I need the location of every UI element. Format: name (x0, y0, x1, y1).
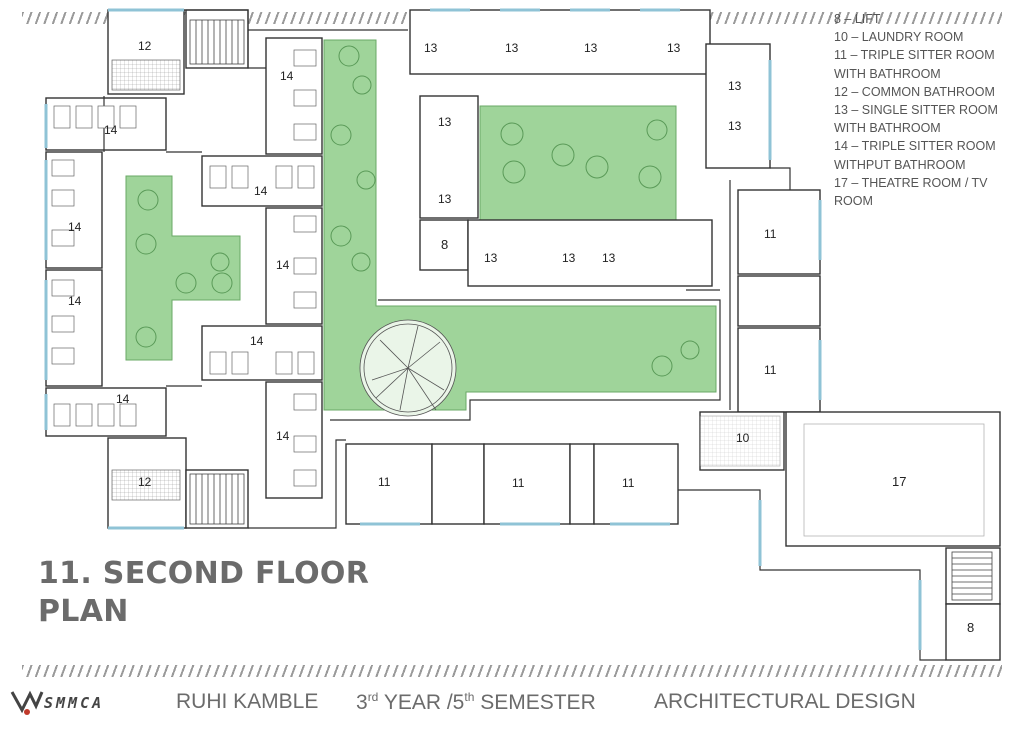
room-label-11: 11 (764, 363, 777, 377)
drawing-title-line2: PLAN (38, 594, 129, 629)
legend-line: 10 – LAUNDRY ROOM (834, 30, 964, 45)
drawing-title-line1: 11. SECOND FLOOR (38, 556, 370, 591)
room-label-14: 14 (104, 123, 118, 137)
lawns (125, 39, 717, 411)
room-label-14: 14 (250, 334, 264, 348)
room-label-17: 17 (892, 474, 906, 489)
legend-line: 11 – TRIPLE SITTER ROOM (834, 48, 995, 63)
legend-line: 8 – LIFT (834, 12, 881, 26)
legend-line: ROOM (834, 194, 873, 209)
year-number: 3 (356, 691, 368, 714)
bottom-hatch-band (22, 665, 1002, 677)
room-label-8: 8 (441, 237, 448, 252)
room-label-11: 11 (378, 475, 391, 489)
room-label-11: 11 (512, 476, 525, 490)
college-logo-icon (10, 690, 44, 715)
room-label-10: 10 (736, 431, 750, 445)
room-label-14: 14 (276, 429, 290, 443)
room-label-14: 14 (280, 69, 294, 83)
room-label-14: 14 (68, 294, 82, 308)
room-label-13: 13 (505, 41, 519, 55)
room-label-13: 13 (484, 251, 498, 265)
room-label-12: 12 (138, 475, 152, 489)
legend-line: 17 – THEATRE ROOM / TV (834, 175, 988, 190)
room-label-13: 13 (728, 119, 742, 133)
t-shaped-lawn (125, 175, 241, 361)
room-label-13: 13 (667, 41, 681, 55)
subject-name: ARCHITECTURAL DESIGN (654, 690, 916, 713)
room-label-13: 13 (438, 115, 452, 129)
room-labels: 12 12 14 14 14 14 14 14 14 14 14 13 13 1… (68, 39, 974, 635)
year-suffix: rd (367, 690, 379, 704)
legend-line: 12 – COMMON BATHROOM (834, 84, 995, 99)
room-label-13: 13 (584, 41, 598, 55)
college-logo-text: SMMCA (44, 694, 105, 712)
legend-line: WITH BATHROOM (834, 121, 941, 136)
room-label-14: 14 (254, 184, 268, 198)
semester-suffix: th (464, 690, 475, 704)
room-label-11: 11 (622, 476, 635, 490)
legend-line: 14 – TRIPLE SITTER ROOM (834, 139, 996, 154)
room-label-8: 8 (967, 620, 974, 635)
legend-line: 13 – SINGLE SITTER ROOM (834, 103, 998, 118)
room-legend: 8 – LIFT 10 – LAUNDRY ROOM 11 – TRIPLE SIT… (834, 10, 1024, 210)
drawing-title: 11. SECOND FLOOR PLAN (38, 555, 369, 631)
staircases (189, 19, 993, 601)
room-label-11: 11 (764, 227, 777, 241)
year-semester: 3rd YEAR /5th SEMESTER (356, 690, 596, 715)
room-label-13: 13 (728, 79, 742, 93)
year-text: YEAR /5 (378, 691, 465, 714)
room-label-14: 14 (116, 392, 130, 406)
room-label-13: 13 (562, 251, 576, 265)
furniture-hints (51, 49, 985, 537)
large-tree (359, 319, 457, 417)
room-label-12: 12 (138, 39, 152, 53)
building-walls (45, 9, 1001, 661)
inner-courtyard-lawn (479, 105, 677, 229)
legend-line: WITH BATHROOM (834, 66, 941, 81)
room-label-14: 14 (68, 220, 82, 234)
window-glazing (44, 8, 922, 650)
room-label-13: 13 (438, 192, 452, 206)
legend-line: WITHPUT BATHROOM (834, 157, 966, 172)
room-label-13: 13 (424, 41, 438, 55)
student-name: RUHI KAMBLE (176, 690, 319, 713)
tree-canopies (135, 45, 700, 377)
room-label-13: 13 (602, 251, 616, 265)
semester-text: SEMESTER (474, 691, 596, 714)
l-shaped-courtyard-lawn (323, 39, 717, 411)
room-label-14: 14 (276, 258, 290, 272)
